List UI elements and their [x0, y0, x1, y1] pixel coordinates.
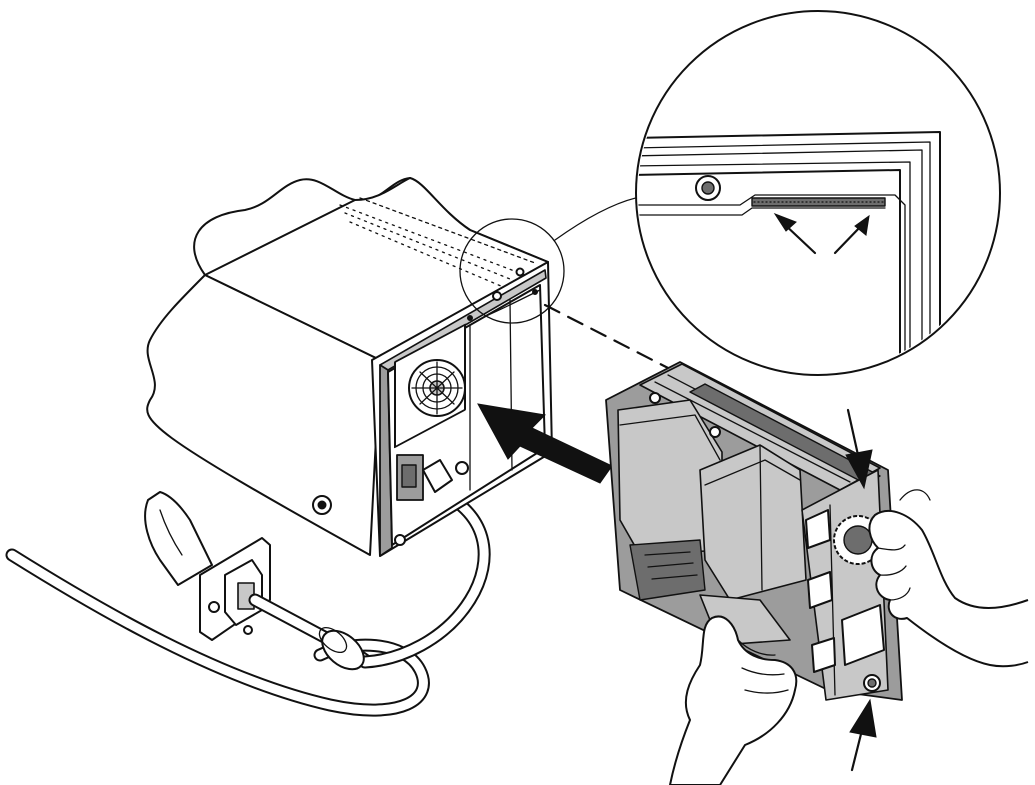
hands [669, 489, 1029, 785]
detail-callout-circle [635, 10, 1001, 376]
latch-pointer-arrows [773, 212, 870, 255]
chassis-enclosure [146, 177, 553, 557]
cable-clamp-bracket [144, 491, 271, 641]
bottom-screw-arrow-icon [849, 698, 877, 772]
power-cable [5, 481, 491, 717]
insertion-arrow-icon [477, 403, 613, 484]
top-latch-arrow-icon [845, 408, 873, 490]
fan-icon [394, 323, 466, 449]
vent-holes [339, 197, 536, 293]
power-supply-module [605, 361, 903, 701]
